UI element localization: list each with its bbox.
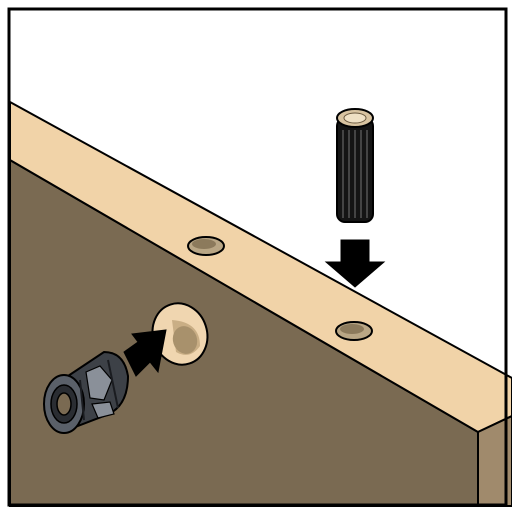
illustration-frame (7, 7, 508, 507)
down-arrow-icon (324, 239, 386, 288)
edge-hole-right (335, 321, 373, 341)
face-cam-hole (151, 302, 209, 366)
dowel-icon (336, 108, 374, 223)
edge-hole-left (187, 236, 225, 256)
panel-side (477, 414, 512, 507)
right-arrow-icon (123, 329, 167, 377)
cam-lock-fitting-icon (43, 350, 130, 434)
